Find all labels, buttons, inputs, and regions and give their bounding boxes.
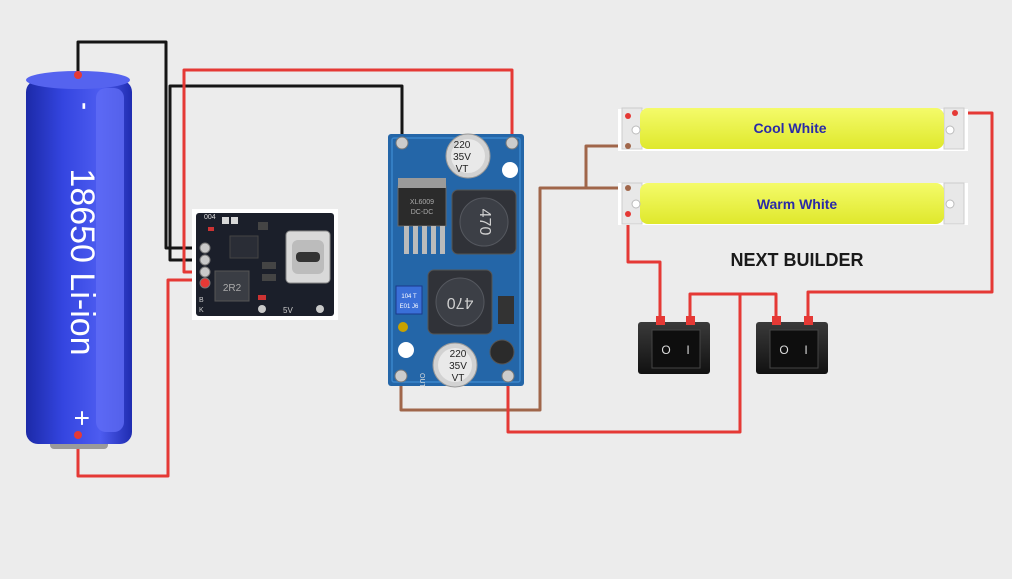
converter-ic (397, 185, 447, 227)
led-strip-warm-white: Warm White (618, 182, 968, 225)
charger-b-minus-pad (199, 242, 211, 254)
converter-out-plus-pad (501, 369, 515, 383)
converter-in-minus-pad (395, 136, 409, 150)
rocker-switch-2: O I (756, 316, 828, 374)
capacitor-bottom-line2: 35V (449, 361, 467, 372)
wire-battery-positive (76, 278, 205, 478)
switch-1-rocker (651, 329, 701, 369)
converter-out-label: OUT (418, 373, 425, 389)
switch-1-off-mark: O (661, 343, 670, 357)
converter-diode (489, 339, 515, 365)
capacitor-bottom-line3: VT (452, 373, 465, 384)
trim-pot-marking-1: 104 T (401, 294, 417, 300)
inductor-top-marking: 470 (476, 209, 493, 236)
switch-2-on-mark: I (804, 343, 807, 357)
battery-top-cap (26, 71, 130, 89)
wire-out-positive (506, 292, 742, 434)
charger-pad-label: 004 (204, 214, 216, 221)
led-cool-white-label: Cool White (753, 120, 826, 136)
wires (76, 40, 994, 478)
converter-ic-marking-2: DC-DC (411, 209, 434, 216)
charger-b-plus-pad (199, 277, 211, 289)
rocker-switch-1: O I (638, 316, 710, 374)
capacitor-top-line3: VT (456, 164, 469, 175)
boost-converter-board: 220 35V VT XL6009 DC-DC 470 470 104 T E0… (388, 133, 524, 389)
battery-18650: - 18650 Li-ion + (26, 71, 132, 449)
switch-2-off-mark: O (779, 343, 788, 357)
battery-minus-sign: - (73, 102, 98, 109)
battery-negative-pad (74, 71, 82, 79)
charger-label-b: B (199, 297, 204, 304)
converter-mount-hole-bottom (398, 342, 414, 358)
converter-ic-marking-1: XL6009 (410, 199, 434, 206)
charger-ic (229, 235, 259, 259)
wire-switch-bridge (740, 292, 778, 320)
wire-switch2-led (806, 111, 994, 320)
battery-plus-sign: + (67, 410, 98, 426)
wire-out-negative (399, 186, 628, 412)
charger-label-5v: 5V (283, 306, 293, 315)
switch-2-rocker (769, 329, 819, 369)
wire-switch1-led (626, 215, 662, 320)
capacitor-bottom-line1: 220 (450, 349, 467, 360)
inductor-bottom-marking: 470 (447, 294, 474, 311)
led-strip-cool-white: Cool White (618, 107, 968, 151)
converter-in-plus-pad (505, 136, 519, 150)
charger-inductor (214, 270, 250, 302)
charger-board: 004 2R2 B K 5V (192, 209, 338, 320)
capacitor-top-line2: 35V (453, 152, 471, 163)
wire-led-cool-negative (584, 144, 628, 188)
converter-mount-hole-top (502, 162, 518, 178)
converter-out-minus-pad (394, 369, 408, 383)
led-strip-cool-white-body (640, 108, 944, 149)
charger-inductor-marking: 2R2 (223, 283, 242, 294)
battery-positive-pad (74, 431, 82, 439)
wire-converter-in-positive (182, 68, 514, 274)
wire-converter-in-negative (168, 84, 404, 262)
switch-1-on-mark: I (686, 343, 689, 357)
trim-potentiometer (395, 285, 423, 315)
brand-text: NEXT BUILDER (730, 250, 863, 270)
trim-pot-marking-2: E01 J6 (400, 304, 419, 310)
battery-label: 18650 Li-ion (63, 168, 101, 355)
battery-highlight (96, 88, 124, 432)
led-strip-warm-white-body (640, 183, 944, 224)
capacitor-top-line1: 220 (454, 140, 471, 151)
charger-label-k: K (199, 307, 204, 314)
wire-battery-negative (76, 40, 205, 250)
led-warm-white-label: Warm White (757, 196, 838, 212)
